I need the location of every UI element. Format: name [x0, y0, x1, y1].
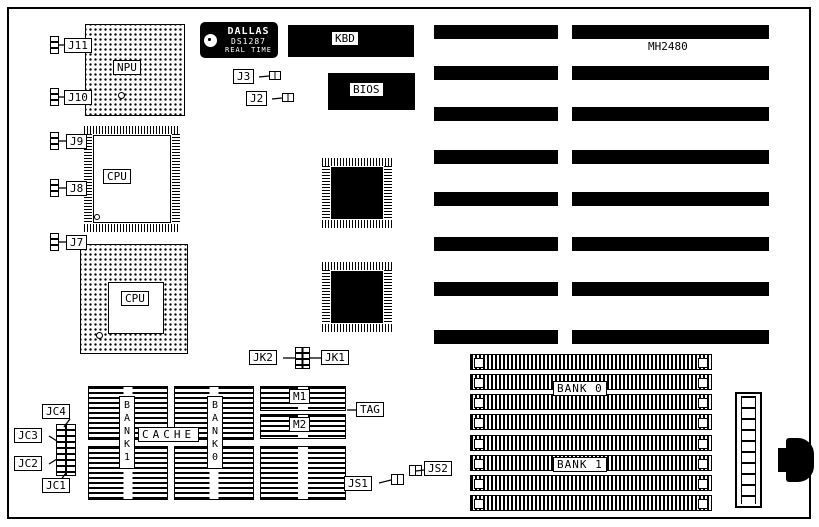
qfp-pins-right [172, 134, 180, 224]
isa-slot-8-long [572, 330, 769, 344]
rtc-text: DALLAS DS1287 REAL TIME [219, 25, 278, 54]
isa-slot-1-short [434, 25, 558, 39]
j3-label: J3 [233, 69, 255, 84]
tag-label: TAG [356, 402, 384, 417]
isa-slot-1-long [572, 25, 769, 39]
j2-header [282, 93, 294, 102]
jc-header-block [56, 424, 76, 476]
qfp-pins-top [84, 126, 180, 134]
dallas-bird-icon [204, 33, 217, 47]
j10-label: J10 [64, 90, 92, 105]
qfp-chip-2 [322, 262, 392, 332]
jk2-label: JK2 [249, 350, 277, 365]
npu-socket [85, 24, 185, 116]
simm-socket-3 [470, 394, 712, 410]
m2-label: M2 [289, 417, 311, 432]
j11-label: J11 [64, 38, 92, 53]
rtc-module: DALLAS DS1287 REAL TIME [200, 22, 278, 58]
tag-sram-chip [260, 446, 346, 500]
isa-slot-2-short [434, 66, 558, 80]
js2-header [409, 465, 422, 476]
bank1-label: BANK 1 [553, 457, 607, 472]
rtc-brand: DALLAS [227, 25, 270, 37]
isa-slot-4-long [572, 150, 769, 164]
qfp2-pins-top [322, 262, 392, 270]
rtc-type: REAL TIME [225, 45, 272, 54]
cpu-pga-label: CPU [121, 291, 149, 306]
js2-label: JS2 [424, 461, 452, 476]
isa-slot-2-long [572, 66, 769, 80]
isa-slot-6-short [434, 237, 558, 251]
j7-label: J7 [66, 235, 88, 250]
jc2-label: JC2 [14, 456, 42, 471]
qfp1-pins-top [322, 158, 392, 166]
qfp2-pins-left [322, 270, 330, 324]
qfp1-pins-right [384, 166, 392, 220]
cache-bank1-label: BANK1 [119, 396, 135, 469]
j7-header [50, 233, 59, 251]
j2-label: J2 [246, 91, 268, 106]
cache-bank0-label: BANK0 [207, 396, 223, 469]
bank0-label: BANK 0 [553, 381, 607, 396]
js1-label: JS1 [344, 476, 372, 491]
simm-socket-1 [470, 354, 712, 370]
isa-slot-5-short [434, 192, 558, 206]
cpu-pga-cavity [108, 282, 164, 334]
jk-header [295, 347, 310, 369]
j9-label: J9 [66, 134, 88, 149]
cpu-qfp-pin1-dot [94, 214, 100, 220]
cpu-qfp-socket [84, 126, 180, 232]
jc4-label: JC4 [42, 404, 70, 419]
rtc-part: DS1287 [231, 36, 266, 46]
cache-title-label: CACHE [138, 427, 200, 442]
simm-socket-7 [470, 475, 712, 491]
simm-socket-5 [470, 435, 712, 451]
m1-label: M1 [289, 389, 311, 404]
board-outline [7, 7, 811, 519]
qfp2-body [331, 271, 383, 323]
qfp1-pins-left [322, 166, 330, 220]
isa-slot-5-long [572, 192, 769, 206]
isa-slot-3-long [572, 107, 769, 121]
qfp1-body [331, 167, 383, 219]
isa-slot-8-short [434, 330, 558, 344]
qfp-chip-1 [322, 158, 392, 228]
js1-header [391, 474, 404, 485]
isa-slot-7-long [572, 282, 769, 296]
j11-header [50, 36, 59, 54]
power-connector [735, 392, 762, 508]
j8-label: J8 [66, 181, 88, 196]
j10-header [50, 88, 59, 106]
qfp-pins-left [84, 134, 92, 224]
simm-socket-8 [470, 495, 712, 511]
npu-label: NPU [113, 60, 141, 75]
board-model-text: MH2480 [648, 40, 688, 53]
qfp-pins-bottom [84, 224, 180, 232]
kbd-label: KBD [331, 31, 359, 46]
j3-header [269, 71, 281, 80]
bios-label: BIOS [349, 82, 384, 97]
j8-header [50, 179, 59, 197]
isa-slot-4-short [434, 150, 558, 164]
qfp2-pins-bottom [322, 324, 392, 332]
isa-slot-6-long [572, 237, 769, 251]
qfp2-pins-right [384, 270, 392, 324]
isa-slot-3-short [434, 107, 558, 121]
cpu-pga-pin1-dot [96, 332, 103, 339]
jk1-label: JK1 [321, 350, 349, 365]
jc3-label: JC3 [14, 428, 42, 443]
npu-pin1-dot [118, 92, 125, 99]
simm-socket-4 [470, 414, 712, 430]
qfp1-pins-bottom [322, 220, 392, 228]
j9-header [50, 132, 59, 150]
keyboard-din-connector [786, 438, 814, 482]
isa-slot-7-short [434, 282, 558, 296]
cpu-qfp-label: CPU [103, 169, 131, 184]
jc1-label: JC1 [42, 478, 70, 493]
